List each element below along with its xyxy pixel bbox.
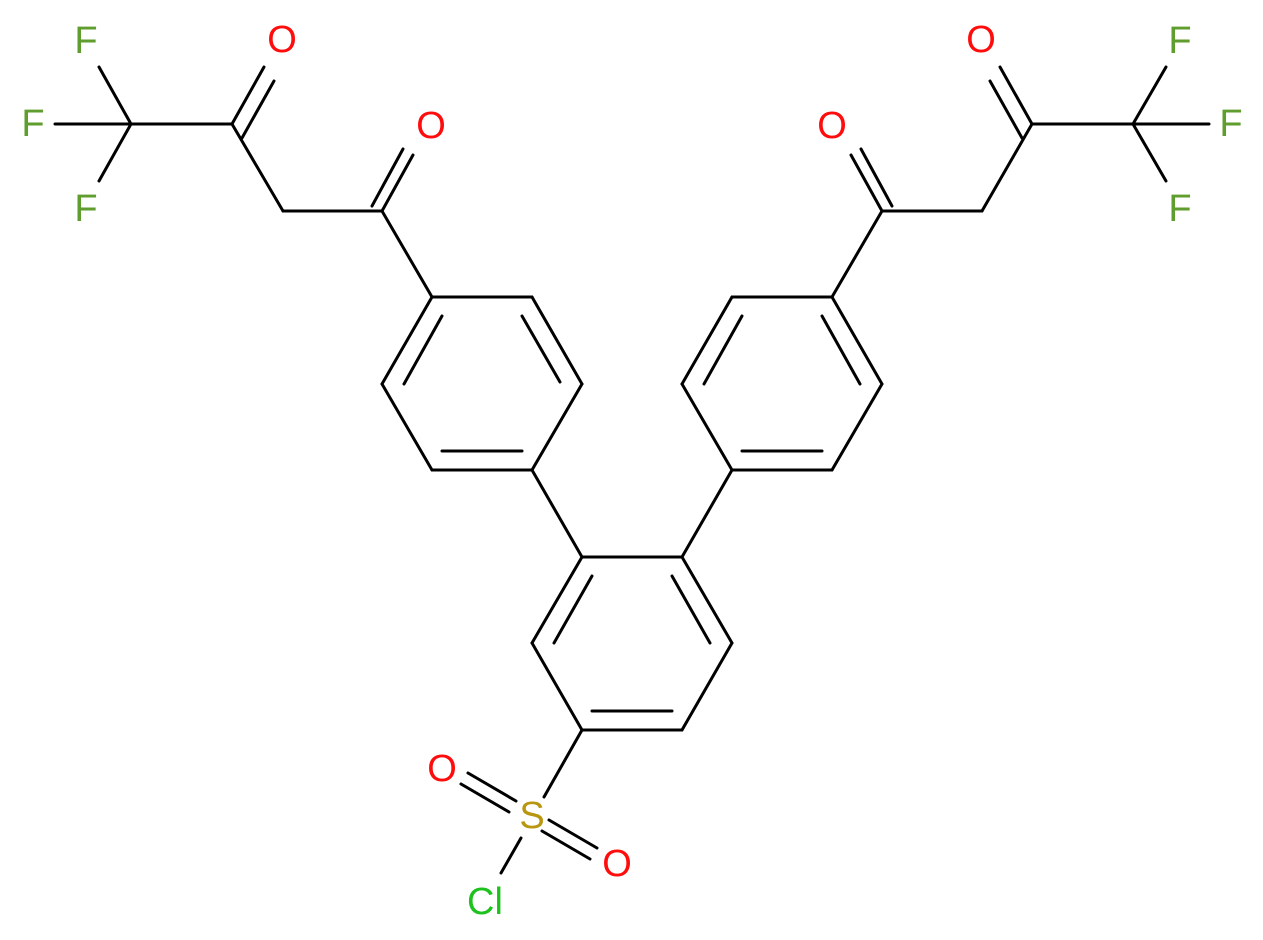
bond bbox=[230, 122, 285, 213]
bond bbox=[680, 295, 734, 386]
bond bbox=[499, 836, 523, 875]
bond bbox=[547, 818, 599, 850]
bond bbox=[830, 295, 884, 386]
fluorine-atom: F bbox=[1168, 188, 1191, 230]
oxygen-atom: O bbox=[602, 843, 632, 885]
oxygen-atom: O bbox=[966, 19, 996, 61]
bond bbox=[530, 555, 584, 645]
fluorine-atom: F bbox=[1219, 103, 1242, 145]
bond bbox=[680, 468, 734, 559]
bond bbox=[988, 79, 1024, 140]
oxygen-atom: O bbox=[427, 748, 457, 790]
sulfur-atom: S bbox=[519, 795, 544, 837]
chlorine-atom: Cl bbox=[467, 881, 503, 923]
bond bbox=[530, 468, 584, 559]
bond bbox=[459, 782, 511, 814]
bond bbox=[859, 147, 894, 208]
bond bbox=[520, 314, 562, 384]
bond bbox=[670, 574, 712, 645]
bond bbox=[230, 65, 266, 126]
bond bbox=[849, 153, 884, 213]
bond bbox=[530, 382, 584, 472]
bond bbox=[380, 382, 434, 472]
bond bbox=[680, 555, 734, 645]
bond bbox=[1131, 122, 1168, 183]
bond bbox=[97, 122, 133, 183]
bond bbox=[542, 728, 584, 799]
bond bbox=[97, 65, 133, 126]
bond bbox=[702, 314, 744, 386]
bond bbox=[820, 314, 862, 386]
bond bbox=[402, 314, 444, 386]
bond bbox=[466, 771, 518, 803]
oxygen-atom: O bbox=[817, 105, 847, 147]
bond bbox=[830, 209, 884, 299]
fluorine-atom: F bbox=[74, 188, 97, 230]
bond bbox=[530, 295, 584, 386]
bond bbox=[530, 641, 584, 732]
bond bbox=[680, 382, 734, 472]
bond bbox=[240, 79, 276, 140]
bond bbox=[680, 641, 734, 732]
bond bbox=[380, 153, 415, 213]
fluorine-atom: F bbox=[74, 20, 97, 62]
fluorine-atom: F bbox=[1168, 20, 1191, 62]
oxygen-atom: O bbox=[416, 105, 446, 147]
bond-lines bbox=[53, 65, 1211, 875]
bond bbox=[1131, 65, 1168, 126]
bond bbox=[552, 574, 594, 645]
fluorine-atom: F bbox=[21, 103, 44, 145]
bond bbox=[540, 829, 592, 861]
bond bbox=[370, 147, 405, 208]
atom-labels: F F F O O O O F F F O S O Cl bbox=[21, 19, 1242, 923]
bond bbox=[380, 295, 434, 386]
bond bbox=[380, 209, 434, 299]
bond bbox=[980, 122, 1034, 213]
bond bbox=[830, 382, 884, 472]
bond bbox=[998, 65, 1034, 126]
oxygen-atom: O bbox=[267, 19, 297, 61]
